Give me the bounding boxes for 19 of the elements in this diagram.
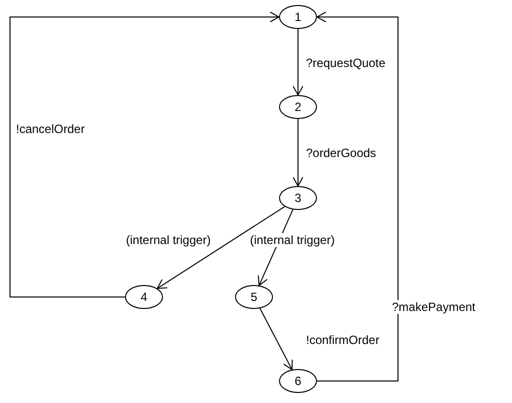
state-ellipse: 6 (279, 369, 317, 393)
edge-label: (internal trigger) (126, 233, 211, 247)
arrow (156, 206, 286, 289)
edge-label: !cancelOrder (16, 122, 85, 136)
state-ellipse: 2 (279, 95, 317, 119)
edge-label: ?makePayment (392, 300, 476, 314)
edge-label: ?orderGoods (306, 146, 376, 160)
arrow (316, 12, 398, 382)
arrow (259, 308, 293, 370)
state-ellipse: 4 (125, 285, 163, 309)
arrow (10, 12, 280, 298)
state-ellipse: 1 (279, 5, 317, 29)
arrow (292, 28, 304, 96)
state-ellipse: 5 (235, 285, 273, 309)
state-ellipse: 3 (279, 186, 317, 210)
edge-label: ?requestQuote (306, 56, 386, 70)
edge-label: (internal trigger) (250, 233, 335, 247)
edge-label: !confirmOrder (306, 333, 380, 347)
arrow (292, 118, 304, 186)
